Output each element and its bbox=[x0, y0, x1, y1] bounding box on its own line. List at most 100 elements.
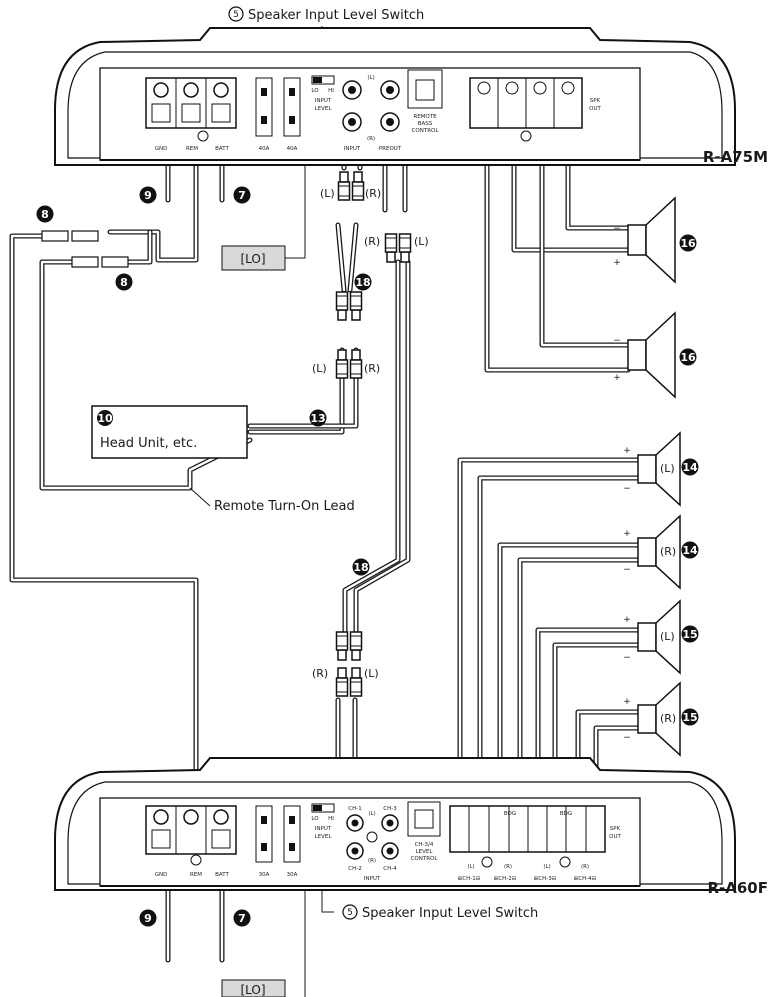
plug-r-label-3: (R) bbox=[364, 362, 380, 375]
head-unit-label: Head Unit, etc. bbox=[100, 436, 197, 451]
svg-text:SPK: SPK bbox=[610, 826, 621, 832]
plus-sign: + bbox=[613, 373, 621, 383]
badge-18: 18 bbox=[355, 276, 370, 289]
svg-text:(L): (L) bbox=[543, 864, 550, 870]
jack-l-label-b: (L) bbox=[368, 811, 375, 817]
badge-15: 15 bbox=[682, 628, 697, 641]
level-control-port: CH-3/4 LEVEL CONTROL bbox=[407, 801, 441, 862]
svg-text:LEVEL: LEVEL bbox=[416, 849, 434, 855]
ch2-term-label: ⊞CH-2⊟ bbox=[494, 876, 517, 882]
fuse-label-b1: 30A bbox=[259, 872, 270, 878]
minus-sign: − bbox=[613, 224, 621, 234]
input-label-b: INPUT bbox=[364, 876, 381, 882]
ch3-label: CH-3 bbox=[383, 806, 397, 812]
badge-8-b: 8 bbox=[120, 276, 128, 289]
minus-sign: − bbox=[623, 484, 631, 494]
badge-13: 13 bbox=[310, 412, 325, 425]
minus-sign: − bbox=[623, 653, 631, 663]
speaker-16-a: − + bbox=[613, 196, 676, 284]
jack-r-label: (R) bbox=[367, 136, 375, 142]
badge-10-num: 10 bbox=[97, 412, 113, 425]
rca-plugs: (L) (R) (R) (L) (L) (R) (R) (L) bbox=[312, 171, 429, 697]
preout-label: PREOUT bbox=[379, 146, 402, 152]
badge-16-b: 16 bbox=[680, 351, 696, 364]
plug-l-label-1: (L) bbox=[320, 187, 335, 200]
fuse-label-1: 40A bbox=[259, 146, 270, 152]
callouts: 5 Speaker Input Level Switch 5 Speaker I… bbox=[189, 6, 538, 921]
number-badges: 9 7 8 8 18 13 18 16 16 14 14 15 15 9 7 bbox=[36, 186, 699, 927]
svg-text:(R): (R) bbox=[504, 864, 512, 870]
rem-label-b: REM bbox=[190, 872, 202, 878]
lo-label: LO bbox=[311, 88, 319, 94]
ch4-term-label: ⊞CH-4⊟ bbox=[574, 876, 597, 882]
fuse-label-b2: 30A bbox=[287, 872, 298, 878]
callout-5-num-b: 5 bbox=[347, 908, 353, 918]
plus-sign: + bbox=[623, 697, 631, 707]
plus-sign: + bbox=[623, 529, 631, 539]
svg-text:OUT: OUT bbox=[609, 834, 621, 840]
plus-sign: + bbox=[623, 446, 631, 456]
rca-jacks-top: (L) (R) INPUT PREOUT bbox=[342, 75, 402, 152]
input-level-switch[interactable]: LO HI INPUT LEVEL bbox=[311, 75, 335, 112]
plug-l-label-2: (L) bbox=[414, 235, 429, 248]
svg-text:CH-3/4: CH-3/4 bbox=[415, 842, 434, 848]
svg-text:SPK: SPK bbox=[590, 98, 601, 104]
minus-sign: − bbox=[623, 733, 631, 743]
speaker-switch-label-b: Speaker Input Level Switch bbox=[362, 906, 538, 921]
fuse-label-2: 40A bbox=[287, 146, 298, 152]
ch1-label: CH-1 bbox=[348, 806, 361, 812]
lo-label-b: LO bbox=[311, 816, 319, 822]
speaker-l-label: (L) bbox=[660, 462, 675, 475]
bdg-label-2: BDG bbox=[560, 811, 572, 817]
lo-box-label-b: [LO] bbox=[240, 983, 265, 997]
fuses: 40A 40A bbox=[255, 77, 301, 152]
badge-18-b: 18 bbox=[353, 561, 368, 574]
speaker-16-b: − + bbox=[613, 311, 676, 399]
plug-r-label-2: (R) bbox=[364, 235, 380, 248]
svg-text:(R): (R) bbox=[581, 864, 589, 870]
speaker-15-l: (L) + − bbox=[623, 599, 681, 675]
model-name-b: R-A60F bbox=[707, 879, 768, 897]
speaker-terminal-bottom: BDG BDG (L) (R) (L) (R) ⊞CH-1⊟ ⊞CH-2⊟ ⊞C… bbox=[449, 805, 621, 882]
batt-label-b: BATT bbox=[215, 872, 229, 878]
amplifier-r-a75m: GND REM BATT 40A 40A LO HI INPUT LEVEL bbox=[54, 27, 768, 166]
plug-l-label-4: (L) bbox=[364, 667, 379, 680]
svg-text:LEVEL: LEVEL bbox=[315, 106, 333, 112]
rca-jacks-bottom: CH-1 CH-3 CH-2 CH-4 (L) (R) INPUT bbox=[346, 806, 399, 882]
minus-sign: − bbox=[613, 336, 621, 346]
plug-r-label-1: (R) bbox=[365, 187, 381, 200]
ch4-label: CH-4 bbox=[383, 866, 397, 872]
svg-text:(L): (L) bbox=[467, 864, 474, 870]
jack-r-label-b: (R) bbox=[368, 858, 376, 864]
jack-l-label: (L) bbox=[367, 75, 374, 81]
badge-7: 7 bbox=[238, 189, 246, 202]
plug-l-label-3: (L) bbox=[312, 362, 327, 375]
svg-text:BASS: BASS bbox=[418, 121, 433, 127]
model-name: R-A75M bbox=[703, 148, 768, 166]
ch3-term-label: ⊞CH-3⊟ bbox=[534, 876, 557, 882]
gnd-label-b: GND bbox=[155, 872, 168, 878]
bdg-label-1: BDG bbox=[504, 811, 516, 817]
badge-16: 16 bbox=[680, 237, 696, 250]
svg-text:REMOTE: REMOTE bbox=[413, 114, 437, 120]
batt-label: BATT bbox=[215, 146, 229, 152]
svg-text:CONTROL: CONTROL bbox=[411, 856, 439, 862]
badge-15-b: 15 bbox=[682, 711, 697, 724]
remote-bass-port: REMOTE BASS CONTROL bbox=[407, 69, 443, 134]
remote-lead-label: Remote Turn-On Lead bbox=[214, 499, 355, 514]
lo-box-top: [LO] bbox=[221, 245, 286, 271]
plug-r-label-4: (R) bbox=[312, 667, 328, 680]
lo-box-label: [LO] bbox=[240, 252, 265, 266]
badge-7-b: 7 bbox=[238, 912, 246, 925]
svg-text:INPUT: INPUT bbox=[315, 98, 332, 104]
speaker-15-r: (R) + − bbox=[623, 681, 681, 757]
rem-label: REM bbox=[186, 146, 198, 152]
speaker-r-label: (R) bbox=[660, 545, 676, 558]
input-label: INPUT bbox=[344, 146, 361, 152]
input-level-switch-bottom[interactable]: LO HI INPUT LEVEL bbox=[311, 803, 335, 840]
lo-box-bottom-visible: [LO] bbox=[221, 979, 286, 997]
speaker-l-label: (L) bbox=[660, 630, 675, 643]
fuses-bottom: 30A 30A bbox=[255, 805, 301, 878]
minus-sign: − bbox=[623, 565, 631, 575]
speaker-14-r: (R) + − bbox=[623, 514, 681, 590]
